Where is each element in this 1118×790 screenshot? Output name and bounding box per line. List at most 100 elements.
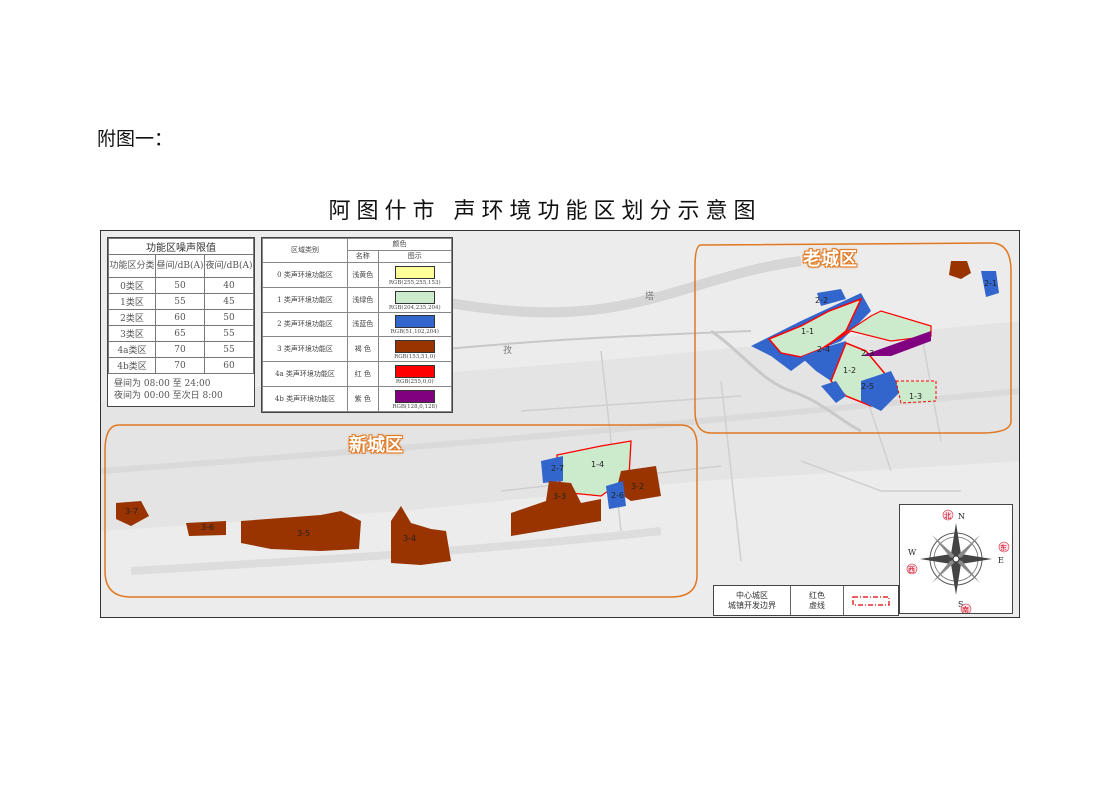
zone-label-2-5: 2-5 <box>861 382 874 391</box>
boundary-name-line2: 城镇开发边界 <box>728 600 776 610</box>
legend-type: 4a 类声环境功能区 <box>262 361 348 388</box>
zone-label-1-1: 1-1 <box>801 327 814 336</box>
zone-label-2-6: 2-6 <box>611 491 624 500</box>
rgb-value: RGB(128,0,128) <box>392 404 438 411</box>
rgb-value: RGB(255,255,153) <box>388 279 441 286</box>
legend-color-name: 浅黄色 <box>346 261 379 288</box>
compass-w: W <box>908 548 917 557</box>
note-day: 昼间为 08:00 至 24:00 <box>114 379 211 389</box>
map-title: 阿图什市 声环境功能区划分示意图 <box>328 199 762 224</box>
old-city-label: 老城区 <box>803 249 857 270</box>
color-swatch <box>394 315 435 329</box>
legend-color-name: 紫 色 <box>346 386 379 412</box>
color-swatch <box>394 390 435 404</box>
legend-swatch-cell: RGB(128,0,128) <box>377 386 453 412</box>
dashed-line-icon <box>852 595 890 606</box>
day-cell: 60 <box>155 309 205 326</box>
new-city-label: 新城区 <box>349 435 403 456</box>
place-label: 孜 <box>503 346 513 356</box>
legend-swatch-cell: RGB(255,0,0) <box>377 361 453 388</box>
rgb-value: RGB(255,0,0) <box>395 379 434 386</box>
day-cell: 70 <box>155 357 205 374</box>
night-cell: 50 <box>204 309 254 326</box>
day-cell: 65 <box>155 325 205 342</box>
map-frame: 1-1 1-2 1-3 1-4 2-1 2-3 2-4 2-5 2-6 2-7 … <box>100 230 1020 618</box>
zone-cell: 2类区 <box>107 309 157 326</box>
place-label: 塔 <box>645 292 655 302</box>
legend-row: 2 类声环境功能区 浅蓝色 RGB(51,102,204) <box>262 311 453 338</box>
zone-cell: 1类区 <box>107 293 157 310</box>
figure-caption: 附图一： <box>97 128 174 150</box>
zone-labels: 1-1 1-2 1-3 1-4 2-1 2-3 2-4 2-5 2-6 2-7 … <box>125 279 997 543</box>
legend-row: 1 类声环境功能区 浅绿色 RGB(204,235,204) <box>262 286 453 313</box>
legend-color-name: 红 色 <box>346 361 379 388</box>
new-city-zones <box>116 440 661 565</box>
zone-cell: 4a类区 <box>107 341 157 358</box>
compass-e: E <box>998 556 1004 565</box>
night-cell: 55 <box>204 325 254 342</box>
compass-n: N <box>958 512 965 521</box>
note-night: 夜间为 00:00 至次日 8:00 <box>114 391 223 401</box>
compass-north: 北 <box>944 512 951 520</box>
col-name-header: 名称 <box>346 249 379 263</box>
zone-cell: 3类区 <box>107 325 157 342</box>
legend-row: 4b 类声环境功能区 紫 色 RGB(128,0,128) <box>262 386 453 412</box>
compass-icon: N S E W 北 南 东 西 <box>906 509 1010 615</box>
legend-row: 0 类声环境功能区 浅黄色 RGB(255,255,153) <box>262 261 453 288</box>
compass-east: 东 <box>1000 543 1007 552</box>
compass-rose: N S E W 北 南 东 西 <box>899 504 1013 615</box>
boundary-style-line1: 红色 <box>809 590 825 600</box>
compass-south: 南 <box>962 605 969 613</box>
col-type-header: 区域类别 <box>262 238 348 263</box>
legend-type: 3 类声环境功能区 <box>262 336 348 363</box>
header-zone: 功能区分类 <box>107 254 157 278</box>
zone-label-2-7: 2-7 <box>551 464 564 473</box>
zone-label-3-2: 3-2 <box>631 482 644 491</box>
rgb-value: RGB(153,51,0) <box>394 354 436 361</box>
legend-swatch-cell: RGB(255,255,153) <box>377 261 453 288</box>
header-day: 昼间/dB(A) <box>155 254 205 278</box>
boundary-name: 中心城区城镇开发边界 <box>714 586 791 615</box>
zone-label-3-4: 3-4 <box>403 534 416 543</box>
legend-row: 4a 类声环境功能区 红 色 RGB(255,0,0) <box>262 361 453 388</box>
time-note: 昼间为 08:00 至 24:00 夜间为 00:00 至次日 8:00 <box>108 374 254 406</box>
night-cell: 55 <box>204 341 254 358</box>
color-swatch <box>394 290 435 304</box>
boundary-legend: 中心城区城镇开发边界 红色虚线 <box>713 585 899 616</box>
color-swatch <box>394 265 435 279</box>
night-cell: 40 <box>204 277 254 294</box>
legend-swatch-cell: RGB(204,235,204) <box>377 286 453 313</box>
old-city-boundary <box>694 242 1012 434</box>
boundary-sample <box>844 586 898 615</box>
legend-type: 2 类声环境功能区 <box>262 311 348 338</box>
old-city-zones <box>751 261 999 411</box>
color-swatch <box>394 340 435 354</box>
col-swatch-header: 图示 <box>377 249 453 263</box>
night-cell: 60 <box>204 357 254 374</box>
boundary-name-line1: 中心城区 <box>736 590 768 600</box>
zone-label-1-2: 1-2 <box>843 366 856 375</box>
legend-row: 3 类声环境功能区 褐 色 RGB(153,51,0) <box>262 336 453 363</box>
color-legend: 区域类别 颜色 名称 图示 0 类声环境功能区 浅黄色 RGB(255,255,… <box>261 237 453 413</box>
zone-label-3-7: 3-7 <box>125 507 138 516</box>
day-cell: 50 <box>155 277 205 294</box>
rgb-value: RGB(204,235,204) <box>388 304 441 311</box>
col-color-header: 颜色 <box>346 238 453 251</box>
legend-color-name: 浅蓝色 <box>346 311 379 338</box>
legend-color-name: 浅绿色 <box>346 286 379 313</box>
zone-cell: 4b类区 <box>107 357 157 374</box>
color-swatch <box>394 365 435 379</box>
zone-label-2-2: 2-2 <box>815 296 828 305</box>
compass-west: 西 <box>908 566 915 574</box>
zone-label-3-5: 3-5 <box>297 529 310 538</box>
rgb-value: RGB(51,102,204) <box>390 329 439 336</box>
night-cell: 45 <box>204 293 254 310</box>
zone-label-2-1: 2-1 <box>984 279 997 288</box>
new-city-boundary <box>104 424 698 598</box>
boundary-style: 红色虚线 <box>791 586 844 615</box>
zone-label-3-3: 3-3 <box>553 492 566 501</box>
